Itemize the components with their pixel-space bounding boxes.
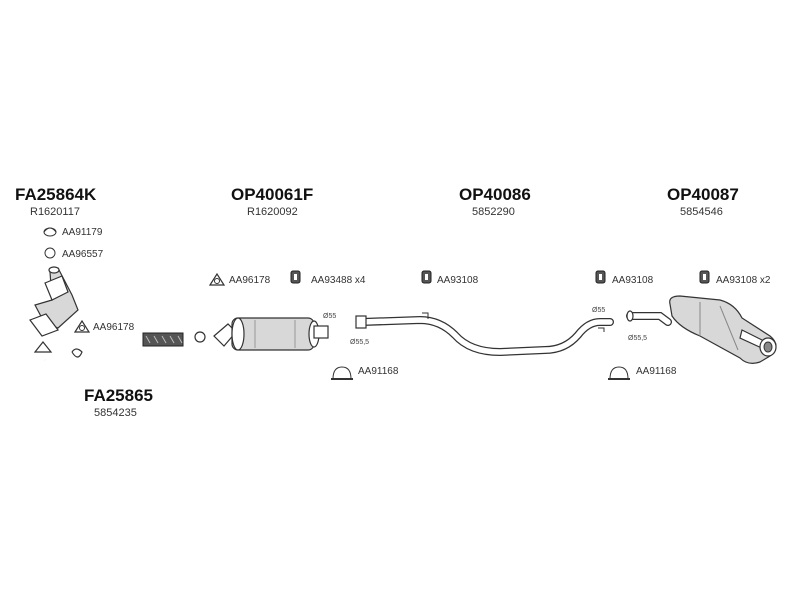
- part-code-op40087[interactable]: OP40087: [667, 185, 739, 204]
- part-ref-op40086: 5852290: [472, 206, 515, 218]
- part-ref-op40061f: R1620092: [247, 206, 298, 218]
- dimension-d55-a: Ø55: [323, 313, 336, 320]
- accessory-aa93488[interactable]: AA93488 x4: [311, 275, 366, 286]
- rubber-mount-icon: [595, 270, 606, 284]
- part-code-fa25865[interactable]: FA25865: [84, 386, 153, 405]
- clamp-icon: [608, 366, 630, 380]
- dimension-d555-a: Ø55,5: [350, 339, 369, 346]
- triangle-gasket-icon: [208, 272, 226, 286]
- intermediate-pipe[interactable]: [355, 312, 614, 357]
- rubber-mount-icon: [699, 270, 710, 284]
- part-code-fa25864k[interactable]: FA25864K: [15, 185, 97, 204]
- accessory-aa96178-left[interactable]: AA96178: [93, 322, 135, 333]
- part-code-op40061f[interactable]: OP40061F: [231, 185, 313, 204]
- dimension-d555-b: Ø55,5: [628, 335, 647, 342]
- front-pipe[interactable]: [33, 331, 206, 375]
- part-ref-op40087: 5854546: [680, 206, 723, 218]
- rubber-mount-icon: [421, 270, 432, 284]
- triangle-gasket-icon: [73, 319, 91, 333]
- clamp-icon: [331, 366, 353, 380]
- ring-icon: [44, 247, 56, 259]
- accessory-aa93108-a[interactable]: AA93108: [437, 275, 479, 286]
- accessory-aa91179[interactable]: AA91179: [62, 227, 103, 238]
- rear-silencer[interactable]: [626, 295, 777, 364]
- accessory-aa93108-b[interactable]: AA93108: [612, 275, 654, 286]
- accessory-aa96178-mid[interactable]: AA96178: [229, 275, 271, 286]
- part-ref-fa25865: 5854235: [94, 407, 137, 419]
- front-catalytic-converter[interactable]: [29, 266, 79, 337]
- part-code-op40086[interactable]: OP40086: [459, 185, 531, 204]
- gasket-icon: [43, 227, 57, 237]
- accessory-aa93108-c[interactable]: AA93108 x2: [716, 275, 771, 286]
- part-ref-fa25864k: R1620117: [30, 206, 80, 218]
- dimension-d55-b: Ø55: [592, 307, 605, 314]
- accessory-aa96557[interactable]: AA96557: [62, 249, 104, 260]
- accessory-aa91168-a[interactable]: AA91168: [358, 366, 399, 377]
- rubber-mount-icon: [290, 270, 301, 284]
- centre-silencer[interactable]: [213, 317, 329, 351]
- accessory-aa91168-b[interactable]: AA91168: [636, 366, 677, 377]
